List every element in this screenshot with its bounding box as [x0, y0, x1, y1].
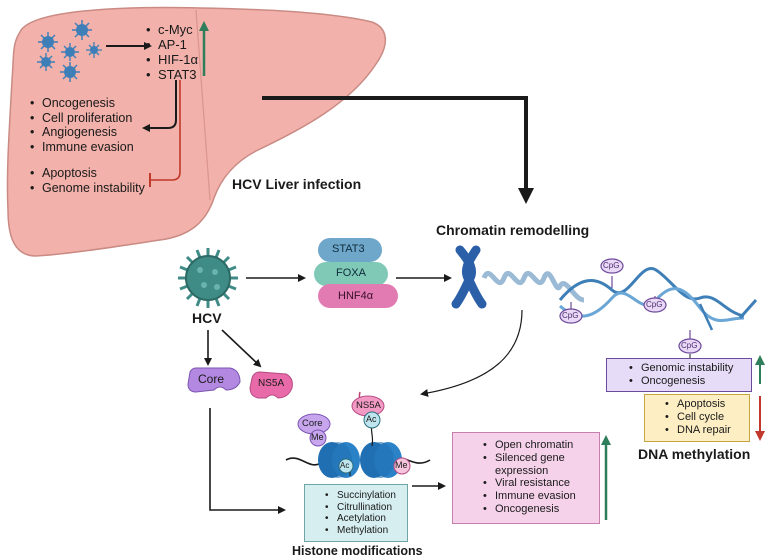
arrow-factors-to-effects	[142, 80, 177, 132]
inhibition-line	[150, 80, 181, 181]
liver-viruses	[37, 20, 102, 82]
arrow-liver-to-chromatin	[262, 96, 534, 204]
liver-effects-up-list: Oncogenesis Cell proliferation Angiogene…	[28, 96, 134, 154]
modification-item: Citrullination	[325, 502, 396, 514]
effect-item: Cell proliferation	[30, 111, 134, 126]
cpg-circle	[559, 308, 583, 324]
ac-circle	[338, 458, 354, 474]
chromatin-fiber	[481, 270, 585, 303]
core-label: Core	[198, 372, 225, 386]
ac-circle	[363, 411, 381, 429]
cpg-label: CpG	[603, 261, 620, 270]
effect-item: Immune evasion	[30, 140, 134, 155]
modification-item: Acetylation	[325, 513, 396, 525]
effect-item: Genome instability	[30, 181, 145, 196]
me-circle	[309, 429, 327, 447]
genomic-list: Genomic instability Oncogenesis	[627, 362, 733, 388]
cpg-circles	[559, 258, 702, 354]
liver-factors-list: c-Myc AP-1 HIF-1α STAT3	[144, 22, 198, 82]
core-protein	[187, 367, 241, 393]
genomic-box: Genomic instability Oncogenesis	[606, 358, 752, 392]
ns5a-label: NS5A	[258, 378, 285, 389]
foxa-label: FOXA	[336, 267, 366, 279]
factor-item: AP-1	[146, 37, 198, 52]
dna-down-item: DNA repair	[665, 424, 731, 437]
genomic-item: Oncogenesis	[629, 375, 733, 388]
hcv-label: HCV	[192, 310, 222, 326]
ac-label: Ac	[340, 461, 350, 470]
outcome-item: Silenced gene expression	[483, 452, 599, 478]
cpg-circle	[678, 338, 702, 354]
stat3-label: STAT3	[332, 243, 365, 255]
me-label: Me	[395, 460, 408, 470]
outcome-item: Immune evasion	[483, 490, 607, 503]
hnf4a-label: HNF4α	[338, 290, 374, 302]
dna-repair-list: Apoptosis Cell cycle DNA repair	[663, 398, 731, 436]
arrow-core-to-histone-box	[209, 408, 286, 514]
dna-down-item: Cell cycle	[665, 411, 731, 424]
effect-item: Angiogenesis	[30, 125, 134, 140]
histone-ns5a-label: NS5A	[356, 400, 381, 411]
cpg-circle	[600, 258, 624, 274]
effect-item: Oncogenesis	[30, 96, 134, 111]
foxa-block	[314, 262, 388, 286]
cpg-circle	[643, 297, 667, 313]
modification-item: Methylation	[325, 525, 396, 537]
nucleosome	[318, 442, 360, 478]
outcome-item: Viral resistance	[483, 477, 607, 490]
factor-item: STAT3	[146, 67, 198, 82]
effect-item: Apoptosis	[30, 166, 145, 181]
dna-methylation-title: DNA methylation	[638, 446, 751, 462]
factor-item: c-Myc	[146, 22, 198, 37]
histone-outcomes-list: Open chromatin Silenced gene expression …	[481, 439, 607, 516]
histone-illustration	[285, 391, 431, 478]
tf-complex	[314, 238, 398, 308]
hcv-virus-icon	[178, 248, 238, 308]
ns5a-protein	[249, 371, 293, 399]
liver-effects-down-list: Apoptosis Genome instability	[28, 166, 145, 195]
dna-down-item: Apoptosis	[665, 398, 731, 411]
dna-repair-box: Apoptosis Cell cycle DNA repair	[644, 394, 750, 442]
hnf4a-block	[318, 284, 398, 308]
liver-title: HCV Liver infection	[232, 176, 362, 192]
arrow-chromatin-to-histone	[420, 309, 523, 397]
ac-label: Ac	[366, 414, 377, 424]
histone-outcomes-box: Open chromatin Silenced gene expression …	[452, 432, 600, 524]
me-circle	[393, 457, 411, 475]
nucleosome	[360, 442, 402, 478]
histone-core-label: Core	[302, 418, 323, 429]
chromatin-title: Chromatin remodelling	[436, 222, 590, 238]
factor-item: HIF-1α	[146, 52, 198, 67]
histone-modifications-box: Succinylation Citrullination Acetylation…	[304, 484, 408, 542]
histone-title: Histone modifications	[292, 544, 423, 558]
me-label: Me	[311, 432, 324, 442]
cpg-label: CpG	[681, 341, 698, 350]
cpg-label: CpG	[646, 300, 663, 309]
chromosome-icon	[451, 245, 487, 309]
outcome-item: Open chromatin	[483, 439, 607, 452]
histone-modifications-list: Succinylation Citrullination Acetylation…	[323, 490, 396, 536]
cpg-label: CpG	[562, 311, 579, 320]
stat3-block	[318, 238, 382, 262]
modification-item: Succinylation	[325, 490, 396, 502]
outcome-item: Oncogenesis	[483, 503, 607, 516]
genomic-item: Genomic instability	[629, 362, 733, 375]
arrow-hcv-to-ns5a	[221, 329, 262, 368]
